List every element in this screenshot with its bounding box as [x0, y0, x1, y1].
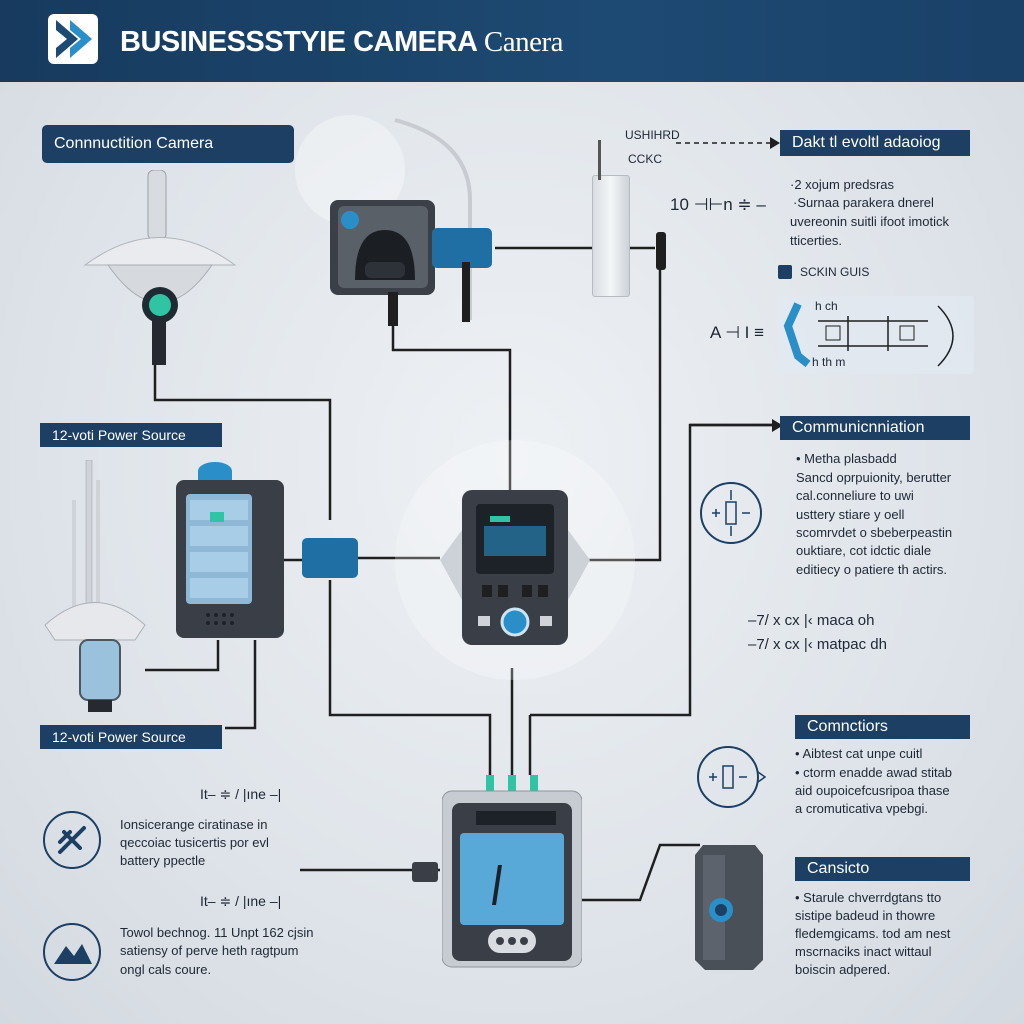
tower-note-1: Towol bechnog. 11 Unpt 162 cjsin	[120, 925, 314, 940]
connection-camera-label: Connnuctition Camera	[42, 125, 294, 163]
connections-label: Comnctiors	[795, 715, 970, 739]
plug-connector	[412, 862, 438, 882]
antenna-camera	[40, 459, 150, 715]
schem-top-text: h ch	[815, 299, 838, 313]
data-note-1: ·2 xojum predsras	[790, 177, 895, 192]
header-bar: BUSINESSSTYIE CAMERA Canera	[0, 0, 1024, 82]
battery-note-2: qeccoiac tusicertis por evl	[120, 835, 269, 850]
formula-it-2: It– ≑ / |ıne –|	[200, 893, 282, 909]
blue-connector-mid	[302, 538, 358, 578]
comm-note-5: scomrvdet o sbeberpeastin	[796, 525, 953, 540]
ushrd-label-top: USHIHRD	[625, 128, 680, 142]
connections-note-4: a cromuticativa vpebgi.	[795, 801, 928, 816]
cansicto-note-1: • Starule chverrdgtans tto	[795, 890, 942, 905]
formula-a: A ⊣ I ≡	[710, 323, 765, 342]
matpa-text-1: –7/ x cx |‹ maca oh	[748, 612, 875, 629]
comm-note-4: usttery stiare y oell	[796, 507, 905, 522]
camera-cable	[388, 292, 398, 326]
comm-note-7: editiecy o patiere th actirs.	[796, 562, 948, 577]
data-box-label: Dakt tl evoltl adaoiog	[780, 130, 970, 156]
comm-note-6: ouktiare, cot idctic diale	[796, 543, 932, 558]
comm-note-1: • Metha plasbadd	[796, 451, 897, 466]
schematic-panel	[778, 296, 974, 374]
tower-note-3: ongl cals coure.	[120, 962, 212, 977]
power-source-label-top: 12-voti Power Source	[40, 423, 222, 447]
plus-minus-circle-icon	[698, 480, 764, 546]
connections-note-3: aid oupoicefcusripoa thase	[795, 783, 950, 798]
power-source-cap	[198, 462, 232, 480]
cansicto-note-4: mscrnaciks inact wittaul	[795, 944, 932, 959]
scan-guis-label: SCKIN GUIS	[800, 265, 870, 279]
box-camera	[330, 200, 435, 295]
comm-note-2: Sancd oprpuionity, berutter	[796, 470, 952, 485]
central-controller	[440, 490, 590, 655]
connections-note-1: • Aibtest cat unpe cuitl	[795, 746, 923, 761]
scan-icon	[778, 265, 792, 279]
sensor-antenna	[598, 140, 601, 180]
plus-minus-circle-icon	[695, 744, 767, 810]
communication-label: Communicnniation	[780, 416, 970, 440]
sensor-plug	[656, 232, 666, 270]
connections-note-2: • ctorm enadde awad stitab	[795, 765, 953, 780]
battery-pack-device	[695, 845, 763, 970]
cansicto-note-3: fledemgicams. tod am nest	[795, 926, 951, 941]
battery-crossed-icon	[42, 810, 102, 870]
main-terminal-device	[441, 775, 583, 970]
chevron-logo-icon	[48, 14, 98, 64]
ushrd-label-bottom: CCKC	[628, 152, 663, 166]
mountain-signal-icon	[42, 922, 102, 982]
data-note-2: ·Surnaa parakera dnerel	[793, 195, 934, 210]
matpa-text-2: –7/ x cx |‹ matpac dh	[748, 636, 887, 653]
battery-note-1: Ionsicerange ciratinase in	[120, 817, 268, 832]
camera-cable-2	[462, 262, 470, 322]
cansicto-note-2: sistipe badeud in thowre	[795, 908, 936, 923]
tower-note-2: satiensy of perve heth ragtpum	[120, 943, 299, 958]
page-title: BUSINESSSTYIE CAMERA Canera	[120, 26, 564, 58]
formula-10: 10 ⊣⊢n ≑ –	[670, 195, 766, 214]
data-note-4: tticerties.	[790, 233, 843, 248]
blue-connector-top	[432, 228, 492, 268]
power-source-label-bottom: 12-voti Power Source	[40, 725, 222, 749]
cylinder-sensor	[592, 175, 630, 297]
dome-camera	[80, 169, 240, 365]
power-source-device	[176, 480, 284, 638]
formula-it-1: It– ≑ / |ıne –|	[200, 786, 282, 802]
data-note-3: uvereonin suitli ifoot imotick	[790, 214, 949, 229]
cansicto-label: Cansicto	[795, 857, 970, 881]
schem-bottom-text: h th m	[812, 355, 846, 369]
comm-note-3: cal.conneliure to uwi	[796, 488, 914, 503]
battery-note-3: battery ppectle	[120, 853, 206, 868]
cansicto-note-5: boiscin adpered.	[795, 962, 891, 977]
